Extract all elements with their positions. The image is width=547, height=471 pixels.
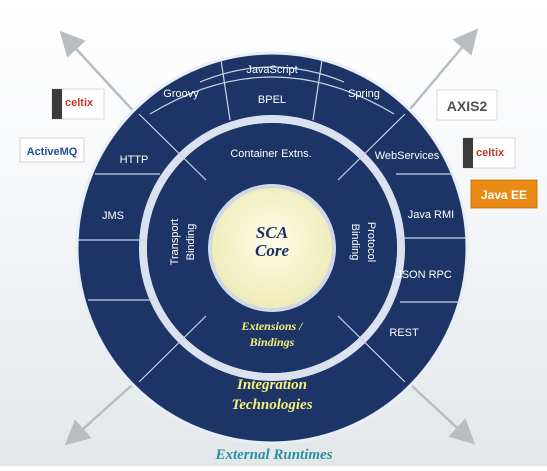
celtix-logo-right: celtix	[462, 137, 516, 169]
integration-technologies-line1: Integration	[236, 377, 307, 393]
external-runtimes-label: External Runtimes	[214, 447, 332, 463]
extensions-bindings-line1: Extensions /	[240, 319, 304, 333]
inner-ring-border	[139, 115, 405, 381]
segment-groovy: Groovy	[163, 88, 199, 100]
container-extensions-label: Container Extns.	[230, 148, 311, 160]
axis2-logo: AXIS2	[436, 89, 498, 121]
segment-webservices: WebServices	[375, 150, 440, 162]
core-label-line2: Core	[255, 241, 289, 260]
axis2-logo-text: AXIS2	[447, 98, 488, 114]
celtix-logo-left: celtix	[51, 88, 105, 120]
segment-rest: REST	[389, 327, 419, 339]
protocol-binding-line1: Protocol	[365, 222, 377, 262]
java-ee-logo: Java EE	[470, 179, 538, 209]
segment-json-rpc: JSON RPC	[396, 269, 452, 281]
segment-bpel: BPEL	[258, 94, 286, 106]
segment-http: HTTP	[120, 154, 149, 166]
transport-binding-line1: Transport	[169, 219, 181, 266]
outer-ring-dividers	[78, 59, 466, 383]
celtix-logo-right-text: celtix	[476, 147, 505, 159]
java-ee-logo-text: Java EE	[481, 188, 527, 202]
core-label-line1: SCA	[256, 223, 288, 242]
celtix-logo-left-text: celtix	[65, 97, 94, 109]
transport-binding-line2: Binding	[185, 224, 197, 261]
segment-jms: JMS	[102, 210, 124, 222]
sca-core	[208, 184, 336, 312]
activemq-logo: ActiveMQ	[19, 137, 85, 163]
integration-technologies-line2: Technologies	[231, 397, 312, 413]
protocol-binding-line2: Binding	[349, 224, 361, 261]
segment-javascript: JavaScript	[246, 64, 297, 76]
segment-java-rmi: Java RMI	[408, 209, 454, 221]
activemq-logo-text: ActiveMQ	[27, 146, 78, 158]
extensions-bindings-line2: Bindings	[249, 335, 295, 349]
segment-spring: Spring	[348, 88, 380, 100]
